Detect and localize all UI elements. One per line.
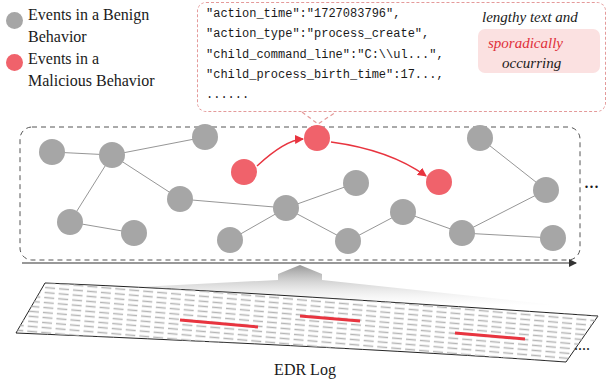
log-field: "action_type":"process_create",	[206, 26, 429, 42]
legend-text: Events in a Malicious Behavior	[28, 48, 156, 92]
highlight-patch	[478, 29, 600, 73]
log-field: "action_time":"1727083796",	[206, 6, 400, 22]
legend-swatch	[6, 12, 23, 29]
annotation-highlight: sporadically	[488, 34, 563, 52]
legend-text: Events in a Benign Behavior	[28, 4, 156, 48]
annotation-highlight: occurring	[502, 54, 561, 72]
time-axis	[22, 262, 576, 263]
malicious-path	[257, 139, 426, 176]
annotation: lengthy text and	[482, 8, 578, 26]
event-nodes	[39, 124, 566, 254]
log-ellipsis: ......	[206, 87, 249, 103]
graph-region	[20, 127, 580, 260]
log-rows	[0, 270, 611, 380]
callout-tail	[302, 112, 336, 124]
continuation-dots: ....	[574, 336, 590, 354]
callout-box: "action_time":"1727083796", "action_type"…	[197, 2, 606, 112]
log-label: EDR Log	[274, 361, 336, 379]
continuation-dots: ...	[584, 170, 599, 193]
log-field: "child_command_line":"C:\\ul...",	[206, 47, 444, 63]
log-field: "child_process_birth_time":17...,	[206, 67, 444, 83]
legend-swatch	[6, 54, 23, 71]
malicious-nodes	[231, 125, 452, 195]
